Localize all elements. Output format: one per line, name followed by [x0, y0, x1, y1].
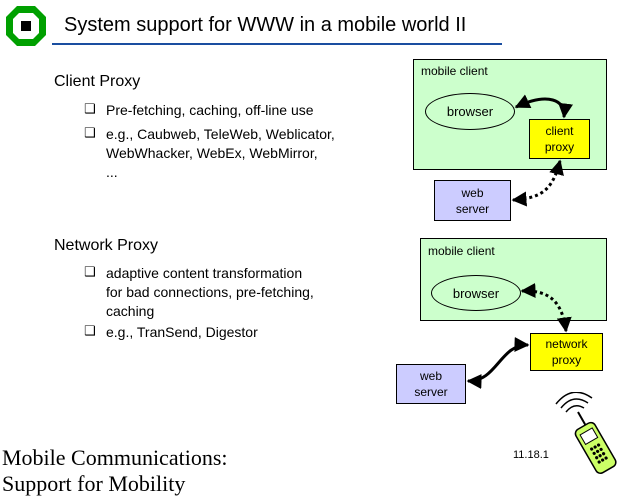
browser-ellipse: browser [425, 93, 515, 130]
checkbox-bullet-icon: ❑ [84, 265, 96, 280]
network-proxy-to-server-arrow [466, 337, 530, 389]
bullet-continuation: caching [106, 303, 155, 319]
slide-title: System support for WWW in a mobile world… [64, 14, 467, 36]
bullet-item: ❑ Pre-fetching, caching, off-line use [84, 101, 314, 120]
proxy-label-line2: proxy [551, 353, 582, 367]
browser-ellipse: browser [431, 275, 521, 311]
footer-line1: Mobile Communications: [2, 445, 228, 470]
bullet-item: ❑ e.g., Caubweb, TeleWeb, Weblicator, [84, 125, 335, 144]
mobile-client-label: mobile client [421, 64, 488, 78]
client-proxy-box: client proxy [529, 119, 590, 159]
bullet-item: ❑ e.g., TranSend, Digestor [84, 323, 258, 342]
bullet-text: e.g., TranSend, Digestor [106, 324, 258, 340]
page-number: 11.18.1 [513, 449, 549, 461]
proxy-label-line2: proxy [544, 140, 575, 154]
title-divider [52, 43, 502, 45]
university-logo-icon [6, 6, 46, 46]
bullet-item: ❑ adaptive content transformation [84, 264, 303, 283]
checkbox-bullet-icon: ❑ [84, 102, 96, 117]
bullet-continuation: ... [106, 164, 118, 180]
footer-line2: Support for Mobility [2, 471, 186, 496]
checkbox-bullet-icon: ❑ [84, 126, 96, 141]
bullet-continuation: WebWhacker, WebEx, WebMirror, [106, 145, 318, 161]
proxy-label-line1: client [545, 124, 574, 138]
bullet-continuation: for bad connections, pre-fetching, [106, 284, 314, 300]
mobile-client-label: mobile client [428, 244, 495, 258]
footer-text: Mobile Communications: Support for Mobil… [2, 445, 228, 497]
browser-label: browser [452, 285, 500, 301]
connection-arrows [466, 94, 574, 389]
network-proxy-heading: Network Proxy [54, 237, 159, 254]
client-proxy-heading: Client Proxy [54, 73, 141, 90]
bullet-text: e.g., Caubweb, TeleWeb, Weblicator, [106, 126, 335, 142]
checkbox-bullet-icon: ❑ [84, 324, 96, 339]
client-proxy-to-server-dotted-arrow [511, 159, 564, 207]
web-server-box: web server [396, 364, 466, 404]
browser-label: browser [446, 104, 494, 119]
server-label-line2: server [455, 201, 490, 216]
server-label-line2: server [414, 385, 448, 399]
browser-to-client-proxy-arrow [514, 94, 574, 119]
server-label-line1: web [419, 369, 442, 383]
server-label-line1: web [461, 185, 484, 200]
network-proxy-box: network proxy [530, 333, 603, 371]
mobile-phone-clipart-icon [555, 392, 617, 474]
browser-to-network-proxy-dotted-arrow [520, 282, 572, 333]
bullet-text: adaptive content transformation [106, 265, 303, 281]
proxy-label-line1: network [545, 337, 588, 351]
bullet-text: Pre-fetching, caching, off-line use [106, 102, 314, 118]
